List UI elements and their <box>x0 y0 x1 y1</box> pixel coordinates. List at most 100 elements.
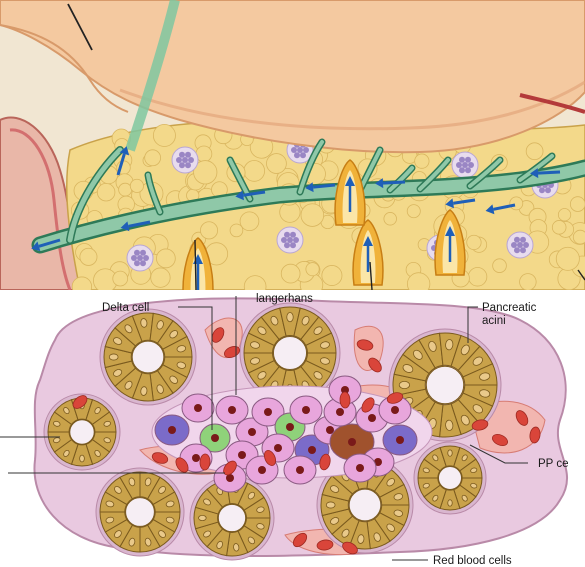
lobule <box>556 247 579 270</box>
pancreatic-acini-label-line2: acini <box>482 315 506 327</box>
beta-cell-nucleus <box>228 406 236 414</box>
alpha-cell-nucleus <box>396 436 404 444</box>
acinus <box>100 309 196 405</box>
islet-cell-dot <box>140 250 146 256</box>
pancreas-anatomy-panel <box>0 0 585 303</box>
islet-cell-dot <box>287 237 293 243</box>
lobule <box>467 235 481 249</box>
islet-cell-dot <box>281 237 287 243</box>
acinar-nucleus <box>109 354 118 360</box>
acinar-nucleus <box>233 543 239 551</box>
beta-cell-nucleus <box>302 406 310 414</box>
islet-cell-dot <box>303 147 309 153</box>
islet-cell-dot <box>294 152 300 158</box>
lobule <box>468 268 487 287</box>
islet-cell-dot <box>511 242 517 248</box>
lobule <box>266 154 286 174</box>
beta-cell-nucleus <box>391 406 399 414</box>
lobule <box>322 265 342 285</box>
red-blood-cell <box>340 392 351 408</box>
beta-cell-nucleus <box>296 466 304 474</box>
red-blood-cells-label: Red blood cells <box>433 555 512 567</box>
lobule <box>113 271 128 286</box>
islet-cell-dot <box>520 237 526 243</box>
acinus-lumen <box>126 498 155 527</box>
islet-of-langerhans-label: langerhans <box>256 293 313 305</box>
lobule <box>493 259 507 273</box>
pp-cell-label: PP ce <box>538 458 568 470</box>
duct-pointer-line <box>195 240 196 290</box>
acinar-nucleus <box>140 386 147 395</box>
beta-cell-nucleus <box>336 408 344 416</box>
acinus <box>96 468 184 556</box>
islet-cell-dot <box>284 242 290 248</box>
beta-cell-nucleus <box>258 466 266 474</box>
islet-cell-dot <box>176 157 182 163</box>
pp-cell-nucleus <box>348 438 356 446</box>
lobule <box>200 222 217 239</box>
islet-cell-dot <box>459 167 465 173</box>
islet-cell-dot <box>297 147 303 153</box>
lobule <box>384 212 397 225</box>
acinar-nucleus <box>80 455 85 462</box>
lobule <box>301 204 324 227</box>
acinus-lumen <box>426 366 463 403</box>
alpha-cell-nucleus <box>308 446 316 454</box>
acinar-nucleus <box>199 515 207 520</box>
lobule <box>230 224 243 237</box>
beta-cell-nucleus <box>264 408 272 416</box>
lobule <box>415 154 429 168</box>
islet-cell-dot <box>140 260 146 266</box>
islet-cell-dot <box>465 157 471 163</box>
islet-diagram-panel: Delta cell langerhans Pancreatic acini P… <box>0 290 585 567</box>
lobule <box>97 183 115 201</box>
lobule <box>570 197 585 212</box>
islet-cell-dot <box>143 255 149 261</box>
beta-cell-nucleus <box>238 451 246 459</box>
delta-cell-nucleus <box>286 423 294 431</box>
islet-cell-dot <box>539 187 545 193</box>
lobule <box>281 264 300 283</box>
delta-cell-label: Delta cell <box>102 302 149 314</box>
acinus-lumen <box>273 336 306 369</box>
acinar-nucleus <box>140 318 147 327</box>
islet-cell-dot <box>300 152 306 158</box>
acinus-lumen <box>438 466 461 489</box>
acinar-nucleus <box>287 313 293 322</box>
islet-cell-dot <box>185 162 191 168</box>
lobule <box>407 205 420 218</box>
islet-cell-dot <box>514 247 520 253</box>
delta-cell-nucleus <box>211 434 219 442</box>
islet-cell-dot <box>182 157 188 163</box>
beta-cell-nucleus <box>356 464 364 472</box>
islet-cell-dot <box>465 167 471 173</box>
lobule <box>240 212 259 231</box>
islet-cell-dot <box>291 147 297 153</box>
lobule <box>520 274 537 291</box>
pancreatic-acini-label-line1: Pancreatic <box>482 302 537 314</box>
lobule <box>119 183 132 196</box>
beta-cell-nucleus <box>274 444 282 452</box>
islet-cell-dot <box>179 162 185 168</box>
islet-cell-dot <box>290 242 296 248</box>
islet-cell-dot <box>137 255 143 261</box>
flow-arrow-shaft <box>538 172 560 173</box>
islet-cell-dot <box>185 152 191 158</box>
lobule <box>526 143 543 160</box>
lobule <box>153 124 175 146</box>
acinar-nucleus <box>448 450 452 456</box>
acinus-lumen <box>132 341 164 373</box>
lobule <box>145 150 161 166</box>
islet-cell-dot <box>523 242 529 248</box>
islet-cell-dot <box>517 242 523 248</box>
islet-cell-dot <box>293 237 299 243</box>
lobule <box>558 209 570 221</box>
acinus-lumen <box>218 504 245 531</box>
acinar-nucleus <box>326 502 335 508</box>
islet-cell-dot <box>514 237 520 243</box>
islet-cell-dot <box>188 157 194 163</box>
lobule <box>80 248 97 265</box>
beta-cell-nucleus <box>368 414 376 422</box>
acinar-nucleus <box>448 500 452 506</box>
